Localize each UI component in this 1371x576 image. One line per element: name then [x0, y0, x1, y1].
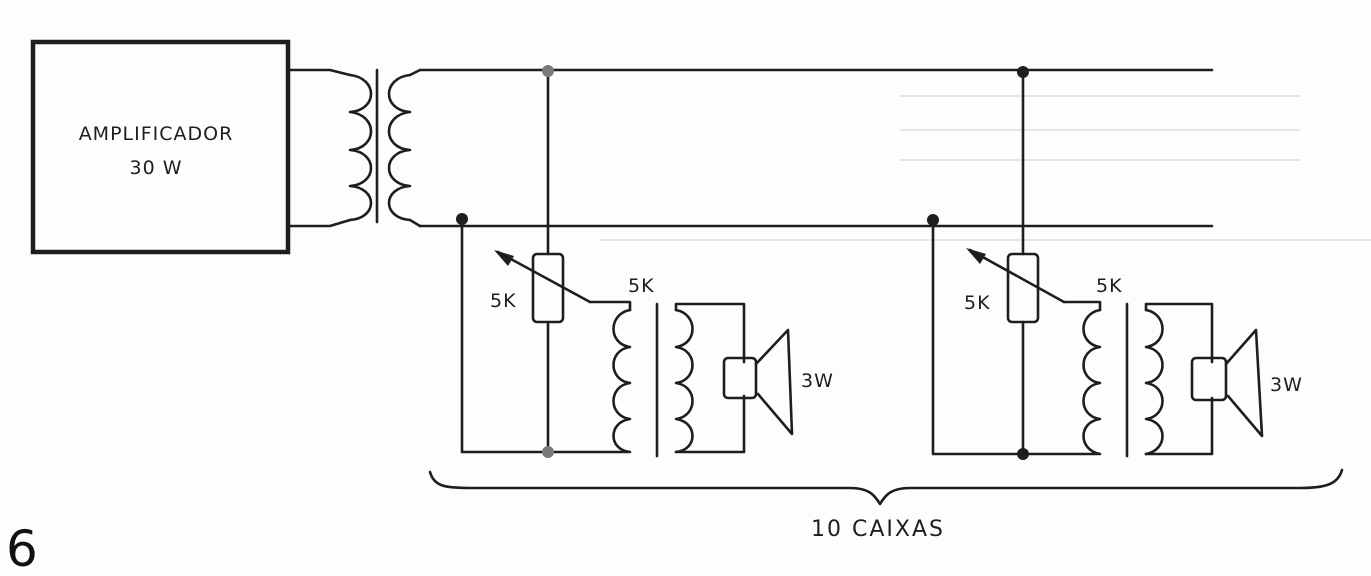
transformer-label-1: 5K — [628, 275, 655, 297]
figure-number: 6 — [6, 520, 38, 576]
pot-label-1: 5K — [490, 290, 517, 312]
output-transformer — [286, 68, 422, 228]
potentiometer-1 — [531, 252, 565, 324]
junction-dot — [542, 65, 554, 77]
transformer-label-2: 5K — [1096, 275, 1123, 297]
distribution-bus — [418, 68, 1214, 228]
speaker-cone-1 — [754, 328, 794, 436]
speaker-box-1: 5K 5K 3W — [456, 65, 834, 458]
junction-dot — [1017, 448, 1029, 460]
pot-label-2: 5K — [964, 292, 991, 314]
speaker-magnet-1 — [722, 356, 758, 400]
speaker-label-1: 3W — [801, 370, 834, 392]
group-brace: 10 CAIXAS — [428, 468, 1344, 542]
junction-dot — [1017, 66, 1029, 78]
amplifier-label: AMPLIFICADOR — [79, 123, 234, 145]
speaker-label-2: 3W — [1270, 374, 1303, 396]
junction-dot — [542, 446, 554, 458]
amplifier-power-label: 30 W — [129, 157, 182, 179]
junction-dot — [456, 213, 468, 225]
speaker-box-2: 5K 5K 3W — [927, 66, 1303, 460]
potentiometer-2 — [1006, 252, 1040, 324]
paper-ghost-lines — [600, 95, 1371, 241]
junction-dot — [927, 214, 939, 226]
group-label: 10 CAIXAS — [811, 517, 945, 542]
speaker-cone-2 — [1224, 328, 1264, 438]
amplifier-block: AMPLIFICADOR 30 W — [30, 39, 291, 255]
amplifier-box — [30, 39, 291, 255]
pot-arrow-2 — [966, 248, 986, 264]
pot-arrow-1 — [494, 250, 514, 266]
speaker-magnet-2 — [1190, 356, 1228, 402]
